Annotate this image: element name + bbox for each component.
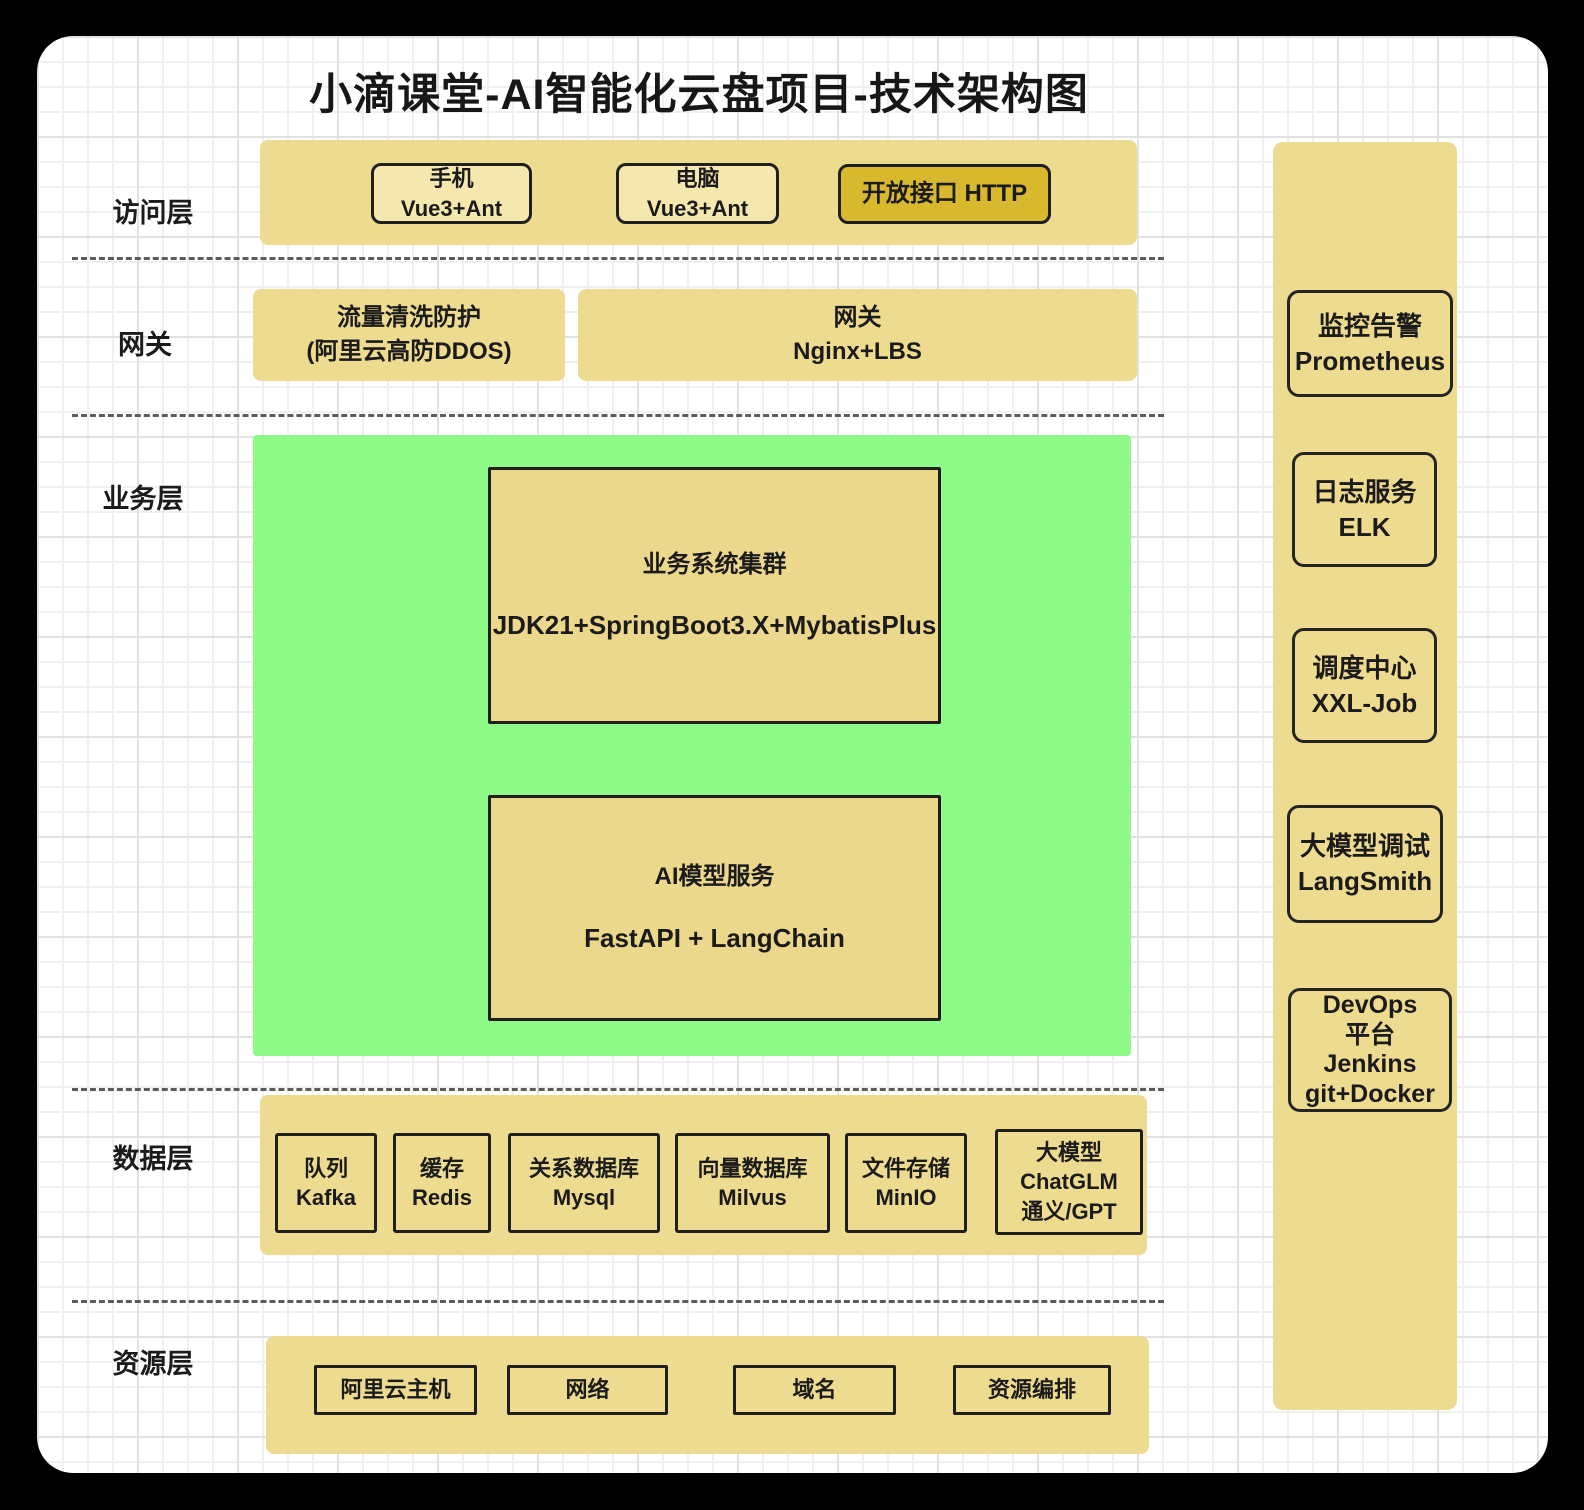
resource-orchestration-box: 资源编排 xyxy=(953,1365,1111,1415)
business-cluster-box: 业务系统集群 JDK21+SpringBoot3.X+MybatisPlus xyxy=(488,467,941,724)
data-layer-container xyxy=(260,1095,1147,1255)
domain-name-label: 域名 xyxy=(792,1377,837,1403)
queue-kafka-box: 队列 Kafka xyxy=(275,1133,377,1233)
vector-db-tech: Milvus xyxy=(718,1185,787,1210)
network-label: 网络 xyxy=(565,1377,610,1403)
devops-platform-box: DevOps 平台 Jenkins git+Docker xyxy=(1288,988,1452,1112)
business-cluster-title: 业务系统集群 xyxy=(642,550,787,578)
desktop-client-box: 电脑 Vue3+Ant xyxy=(616,163,779,224)
llm-title: 大模型 xyxy=(1035,1140,1102,1166)
mobile-client-title: 手机 xyxy=(429,166,474,192)
rdbms-mysql-box: 关系数据库 Mysql xyxy=(508,1133,660,1233)
divider-data-resource xyxy=(72,1300,1164,1303)
mobile-client-box: 手机 Vue3+Ant xyxy=(371,163,532,224)
llm-tech-1: ChatGLM xyxy=(1020,1169,1118,1195)
log-service-elk-box: 日志服务 ELK xyxy=(1292,452,1437,567)
network-box: 网络 xyxy=(507,1365,668,1415)
log-service-title: 日志服务 xyxy=(1312,476,1417,507)
gateway-layer-label: 网关 xyxy=(118,330,172,360)
file-storage-minio-box: 文件存储 MinIO xyxy=(845,1133,967,1233)
file-storage-title: 文件存储 xyxy=(861,1155,950,1181)
llm-debug-title: 大模型调试 xyxy=(1299,831,1430,862)
rdbms-title: 关系数据库 xyxy=(528,1155,639,1181)
ops-sidebar-container xyxy=(1273,142,1457,1410)
business-cluster-tech: JDK21+SpringBoot3.X+MybatisPlus xyxy=(492,610,937,641)
gateway-title: 网关 xyxy=(833,304,882,332)
llm-box: 大模型 ChatGLM 通义/GPT xyxy=(995,1129,1143,1235)
aliyun-host-label: 阿里云主机 xyxy=(340,1377,451,1403)
ai-model-service-box: AI模型服务 FastAPI + LangChain xyxy=(488,795,941,1021)
access-layer-label: 访问层 xyxy=(112,198,194,228)
traffic-clean-box: 流量清洗防护 (阿里云高防DDOS) xyxy=(253,289,565,381)
ai-model-service-title: AI模型服务 xyxy=(654,863,775,890)
queue-title: 队列 xyxy=(303,1155,348,1181)
devops-tech-2: git+Docker xyxy=(1305,1079,1435,1108)
divider-business-data xyxy=(72,1088,1164,1091)
monitoring-title: 监控告警 xyxy=(1317,310,1422,341)
data-layer-label: 数据层 xyxy=(112,1144,194,1174)
aliyun-host-box: 阿里云主机 xyxy=(314,1365,477,1415)
vector-db-milvus-box: 向量数据库 Milvus xyxy=(675,1133,830,1233)
mobile-client-tech: Vue3+Ant xyxy=(400,195,503,221)
divider-access-gateway xyxy=(72,257,1164,260)
llm-tech-2: 通义/GPT xyxy=(1021,1198,1117,1224)
scheduler-title: 调度中心 xyxy=(1312,652,1417,683)
cache-redis-box: 缓存 Redis xyxy=(393,1133,491,1233)
queue-tech: Kafka xyxy=(296,1185,356,1210)
llm-debug-tech: LangSmith xyxy=(1297,866,1433,896)
open-api-box: 开放接口 HTTP xyxy=(838,164,1051,224)
diagram-title: 小滴课堂-AI智能化云盘项目-技术架构图 xyxy=(309,71,1089,119)
gateway-box: 网关 Nginx+LBS xyxy=(578,289,1137,381)
cache-tech: Redis xyxy=(412,1185,472,1210)
resource-layer-container xyxy=(266,1336,1149,1454)
log-service-tech: ELK xyxy=(1338,511,1391,542)
devops-title-2: 平台 xyxy=(1344,1020,1395,1049)
resource-layer-label: 资源层 xyxy=(112,1349,194,1379)
scheduler-xxljob-box: 调度中心 XXL-Job xyxy=(1292,628,1437,743)
domain-name-box: 域名 xyxy=(733,1365,896,1415)
monitoring-tech: Prometheus xyxy=(1294,345,1446,376)
divider-gateway-business xyxy=(72,414,1164,417)
monitoring-prometheus-box: 监控告警 Prometheus xyxy=(1287,290,1453,397)
traffic-clean-title: 流量清洗防护 xyxy=(337,304,481,332)
ai-model-service-tech: FastAPI + LangChain xyxy=(584,922,845,953)
scheduler-tech: XXL-Job xyxy=(1311,687,1418,718)
grid-page: 小滴课堂-AI智能化云盘项目-技术架构图 访问层 手机 Vue3+Ant 电脑 … xyxy=(37,36,1548,1473)
business-layer-label: 业务层 xyxy=(102,484,184,514)
file-storage-tech: MinIO xyxy=(875,1185,937,1210)
open-api-title: 开放接口 HTTP xyxy=(861,180,1028,208)
traffic-clean-tech: (阿里云高防DDOS) xyxy=(306,338,512,365)
resource-orchestration-label: 资源编排 xyxy=(987,1377,1076,1403)
desktop-client-title: 电脑 xyxy=(675,166,720,192)
desktop-client-tech: Vue3+Ant xyxy=(646,195,749,221)
devops-tech-1: Jenkins xyxy=(1323,1050,1417,1078)
gateway-tech: Nginx+LBS xyxy=(793,338,922,365)
llm-debug-langsmith-box: 大模型调试 LangSmith xyxy=(1287,805,1443,923)
vector-db-title: 向量数据库 xyxy=(697,1155,808,1181)
rdbms-tech: Mysql xyxy=(552,1185,616,1210)
cache-title: 缓存 xyxy=(419,1155,464,1181)
devops-title-1: DevOps xyxy=(1322,991,1418,1019)
